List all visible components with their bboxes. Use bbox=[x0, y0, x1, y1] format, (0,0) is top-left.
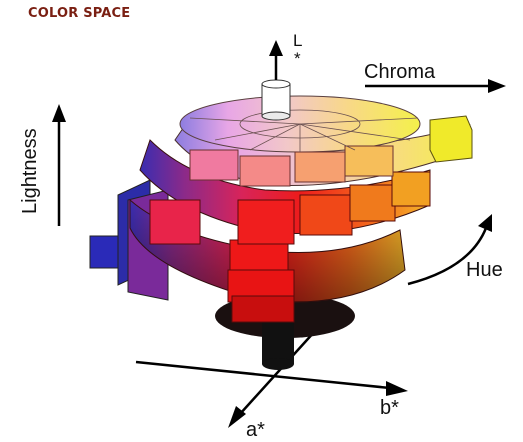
b-axis-arrow-icon bbox=[386, 381, 408, 396]
lightness-arrow bbox=[52, 104, 66, 226]
hue-label: Hue bbox=[466, 259, 503, 281]
l-axis-arrow-icon bbox=[269, 40, 283, 56]
chroma-arrow-icon bbox=[488, 79, 506, 93]
b-axis-label: b* bbox=[380, 397, 399, 419]
chroma-label: Chroma bbox=[364, 61, 436, 83]
lightness-label: Lightness bbox=[19, 128, 41, 214]
a-axis-label: a* bbox=[246, 419, 265, 441]
l-axis-label: L bbox=[293, 31, 302, 50]
lightness-cylinder bbox=[262, 40, 290, 120]
lightness-arrow-icon bbox=[52, 104, 66, 122]
color-solid-body bbox=[130, 96, 472, 322]
l-axis-star: * bbox=[294, 49, 301, 68]
